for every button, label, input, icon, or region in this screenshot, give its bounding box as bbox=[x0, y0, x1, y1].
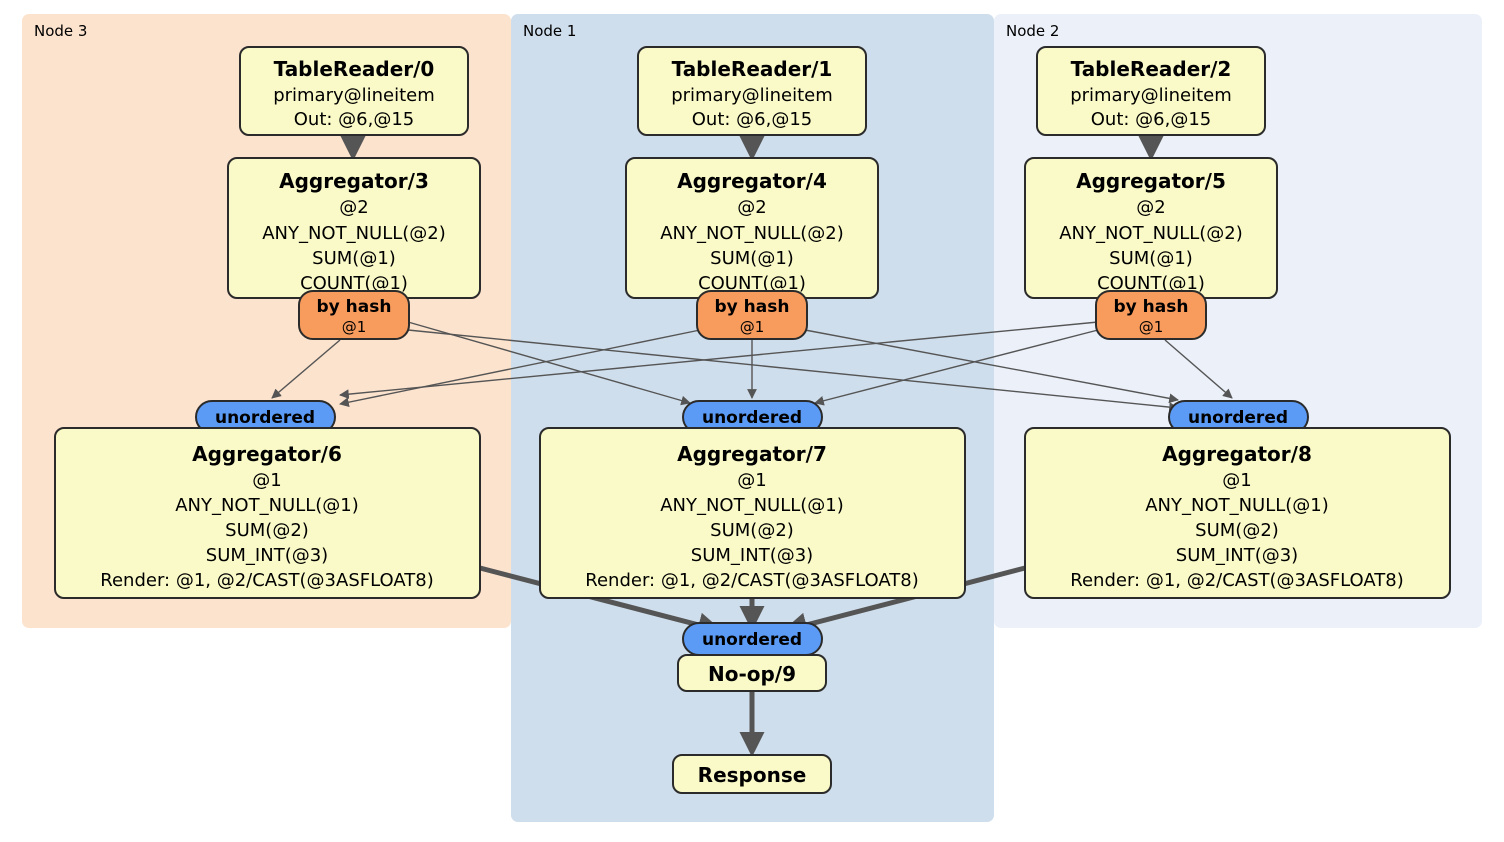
byhash0-title: by hash bbox=[317, 297, 392, 317]
edge-byhash0-to-unordered-right bbox=[407, 329, 1179, 412]
tablereader2-line-0: primary@lineitem bbox=[1070, 85, 1232, 106]
aggregator4-line-2: SUM(@1) bbox=[710, 248, 794, 269]
aggregator6-title: Aggregator/6 bbox=[192, 442, 342, 466]
tablereader1-line-1: Out: @6,@15 bbox=[692, 109, 813, 130]
aggregator3-line-3: COUNT(@1) bbox=[300, 273, 408, 294]
aggregator8-line-1: ANY_NOT_NULL(@1) bbox=[1145, 495, 1329, 516]
byhash2-box[interactable] bbox=[1095, 290, 1207, 340]
node-aggregator6[interactable]: Aggregator/6 @1 ANY_NOT_NULL(@1) SUM(@2)… bbox=[54, 427, 481, 599]
tablereader1-line-0: primary@lineitem bbox=[671, 85, 833, 106]
node-aggregator4[interactable]: Aggregator/4 @2 ANY_NOT_NULL(@2) SUM(@1)… bbox=[625, 157, 879, 299]
edge-byhash1-to-unordered-left bbox=[339, 329, 701, 408]
tablereader0-box[interactable] bbox=[239, 46, 469, 136]
aggregator3-title: Aggregator/3 bbox=[279, 169, 429, 193]
aggregator6-line-4: Render: @1, @2/CAST(@3ASFLOAT8) bbox=[100, 570, 433, 591]
aggregator7-box[interactable] bbox=[539, 427, 966, 599]
node-tablereader1[interactable]: TableReader/1 primary@lineitem Out: @6,@… bbox=[637, 46, 867, 136]
aggregator3-line-2: SUM(@1) bbox=[312, 248, 396, 269]
aggregator5-title: Aggregator/5 bbox=[1076, 169, 1226, 193]
aggregator5-line-3: COUNT(@1) bbox=[1097, 273, 1205, 294]
edge-byhash0-to-unordered-left bbox=[271, 339, 341, 399]
aggregator7-line-0: @1 bbox=[737, 470, 766, 491]
node-aggregator5[interactable]: Aggregator/5 @2 ANY_NOT_NULL(@2) SUM(@1)… bbox=[1024, 157, 1278, 299]
node-unordered-left[interactable]: unordered bbox=[195, 400, 336, 434]
aggregator7-line-4: Render: @1, @2/CAST(@3ASFLOAT8) bbox=[585, 570, 918, 591]
aggregator7-line-2: SUM(@2) bbox=[710, 520, 794, 541]
aggregator8-box[interactable] bbox=[1024, 427, 1451, 599]
node-tablereader2[interactable]: TableReader/2 primary@lineitem Out: @6,@… bbox=[1036, 46, 1266, 136]
tablereader0-line-1: Out: @6,@15 bbox=[294, 109, 415, 130]
byhash2-title: by hash bbox=[1114, 297, 1189, 317]
node-unordered-final[interactable]: unordered bbox=[682, 622, 823, 656]
aggregator6-line-1: ANY_NOT_NULL(@1) bbox=[175, 495, 359, 516]
tablereader2-title: TableReader/2 bbox=[1071, 57, 1232, 81]
node-aggregator8[interactable]: Aggregator/8 @1 ANY_NOT_NULL(@1) SUM(@2)… bbox=[1024, 427, 1451, 599]
cluster-node3-label: Node 3 bbox=[34, 22, 87, 40]
noop9-title: No-op/9 bbox=[708, 662, 796, 686]
node-aggregator3[interactable]: Aggregator/3 @2 ANY_NOT_NULL(@2) SUM(@1)… bbox=[227, 157, 481, 299]
tablereader1-title: TableReader/1 bbox=[672, 57, 833, 81]
node-byhash0[interactable]: by hash @1 bbox=[298, 290, 410, 340]
response-box[interactable] bbox=[672, 754, 832, 794]
aggregator5-line-2: SUM(@1) bbox=[1109, 248, 1193, 269]
unordered-mid-label: unordered bbox=[702, 408, 802, 428]
node-unordered-mid[interactable]: unordered bbox=[682, 400, 823, 434]
edge-byhash2-to-unordered-left bbox=[339, 321, 1099, 400]
aggregator6-line-3: SUM_INT(@3) bbox=[206, 545, 328, 566]
aggregator6-box[interactable] bbox=[54, 427, 481, 599]
tablereader2-line-1: Out: @6,@15 bbox=[1091, 109, 1212, 130]
aggregator8-line-4: Render: @1, @2/CAST(@3ASFLOAT8) bbox=[1070, 570, 1403, 591]
tablereader1-box[interactable] bbox=[637, 46, 867, 136]
aggregator5-line-1: ANY_NOT_NULL(@2) bbox=[1059, 223, 1243, 244]
node-response[interactable]: Response bbox=[672, 754, 832, 794]
byhash1-sub: @1 bbox=[740, 318, 765, 336]
noop9-box[interactable] bbox=[677, 654, 827, 692]
aggregator8-title: Aggregator/8 bbox=[1162, 442, 1312, 466]
aggregator7-line-1: ANY_NOT_NULL(@1) bbox=[660, 495, 844, 516]
node-byhash1[interactable]: by hash @1 bbox=[696, 290, 808, 340]
aggregator6-line-0: @1 bbox=[252, 470, 281, 491]
edge-byhash1-to-unordered-right bbox=[804, 329, 1179, 404]
byhash1-title: by hash bbox=[715, 297, 790, 317]
tablereader0-line-0: primary@lineitem bbox=[273, 85, 435, 106]
node-aggregator7[interactable]: Aggregator/7 @1 ANY_NOT_NULL(@1) SUM(@2)… bbox=[539, 427, 966, 599]
aggregator5-line-0: @2 bbox=[1136, 197, 1165, 218]
unordered-right-label: unordered bbox=[1188, 408, 1288, 428]
edge-byhash2-to-unordered-mid bbox=[814, 329, 1099, 406]
aggregator4-line-0: @2 bbox=[737, 197, 766, 218]
byhash0-sub: @1 bbox=[342, 318, 367, 336]
byhash0-box[interactable] bbox=[298, 290, 410, 340]
aggregator4-line-3: COUNT(@1) bbox=[698, 273, 806, 294]
node-tablereader0[interactable]: TableReader/0 primary@lineitem Out: @6,@… bbox=[239, 46, 469, 136]
node-noop9[interactable]: No-op/9 bbox=[677, 654, 827, 692]
aggregator7-line-3: SUM_INT(@3) bbox=[691, 545, 813, 566]
byhash2-sub: @1 bbox=[1139, 318, 1164, 336]
unordered-left-label: unordered bbox=[215, 408, 315, 428]
aggregator3-line-0: @2 bbox=[339, 197, 368, 218]
aggregator3-line-1: ANY_NOT_NULL(@2) bbox=[262, 223, 446, 244]
edge-byhash2-to-unordered-right bbox=[1164, 339, 1233, 399]
byhash1-box[interactable] bbox=[696, 290, 808, 340]
edge-byhash0-to-unordered-mid bbox=[407, 321, 691, 406]
tablereader0-title: TableReader/0 bbox=[274, 57, 435, 81]
cluster-node2-label: Node 2 bbox=[1006, 22, 1059, 40]
aggregator6-line-2: SUM(@2) bbox=[225, 520, 309, 541]
aggregator8-line-3: SUM_INT(@3) bbox=[1176, 545, 1298, 566]
cluster-node1-label: Node 1 bbox=[523, 22, 576, 40]
node-byhash2[interactable]: by hash @1 bbox=[1095, 290, 1207, 340]
unordered-final-label: unordered bbox=[702, 630, 802, 650]
aggregator8-line-2: SUM(@2) bbox=[1195, 520, 1279, 541]
aggregator4-title: Aggregator/4 bbox=[677, 169, 827, 193]
aggregator7-title: Aggregator/7 bbox=[677, 442, 827, 466]
hash-distribution-edges bbox=[271, 321, 1233, 412]
aggregator8-line-0: @1 bbox=[1222, 470, 1251, 491]
tablereader2-box[interactable] bbox=[1036, 46, 1266, 136]
response-title: Response bbox=[698, 763, 807, 787]
aggregator4-line-1: ANY_NOT_NULL(@2) bbox=[660, 223, 844, 244]
